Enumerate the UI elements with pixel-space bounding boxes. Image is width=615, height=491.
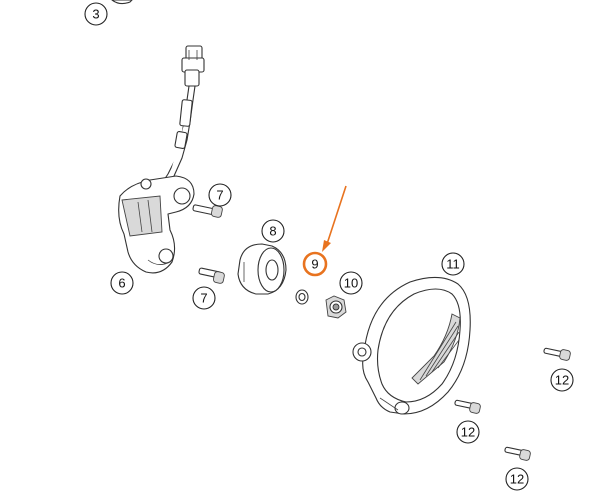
- callout-8-label: 8: [269, 224, 276, 239]
- callout-8[interactable]: 8: [261, 219, 285, 243]
- partial-part-top: [111, 0, 133, 5]
- callout-10[interactable]: 10: [339, 271, 363, 295]
- callout-6-label: 6: [118, 276, 125, 291]
- callout-9-label: 9: [311, 257, 318, 272]
- highlight-arrow: [322, 185, 347, 252]
- nut: [325, 295, 347, 319]
- callout-7-upper-label: 7: [216, 188, 223, 203]
- screw-12-middle: [454, 399, 481, 414]
- callout-6[interactable]: 6: [110, 271, 134, 295]
- screw-7-lower: [198, 267, 225, 284]
- cover-grille: [411, 313, 461, 385]
- callout-12-right[interactable]: 12: [550, 368, 574, 392]
- callout-12-middle[interactable]: 12: [456, 420, 480, 444]
- callout-12-bottom[interactable]: 12: [505, 467, 529, 491]
- callout-7-lower-label: 7: [200, 291, 207, 306]
- screw-12-bottom: [504, 446, 531, 461]
- callout-10-label: 10: [344, 276, 358, 291]
- callout-3-label: 3: [92, 7, 99, 22]
- callout-7-upper[interactable]: 7: [208, 183, 232, 207]
- callout-12-right-label: 12: [555, 373, 569, 388]
- rotor: [237, 243, 287, 295]
- callout-12-middle-label: 12: [461, 425, 475, 440]
- callout-3[interactable]: 3: [84, 2, 108, 26]
- ignition-cover: [352, 276, 471, 415]
- callout-7-lower[interactable]: 7: [192, 286, 216, 310]
- callout-12-bottom-label: 12: [510, 472, 524, 487]
- callout-11[interactable]: 11: [441, 252, 465, 276]
- stator-assembly: [118, 45, 205, 274]
- screw-12-right: [543, 347, 571, 361]
- callout-9[interactable]: 9: [302, 251, 328, 277]
- screw-7-upper: [192, 204, 223, 218]
- callout-11-label: 11: [446, 257, 460, 272]
- washer: [295, 289, 309, 305]
